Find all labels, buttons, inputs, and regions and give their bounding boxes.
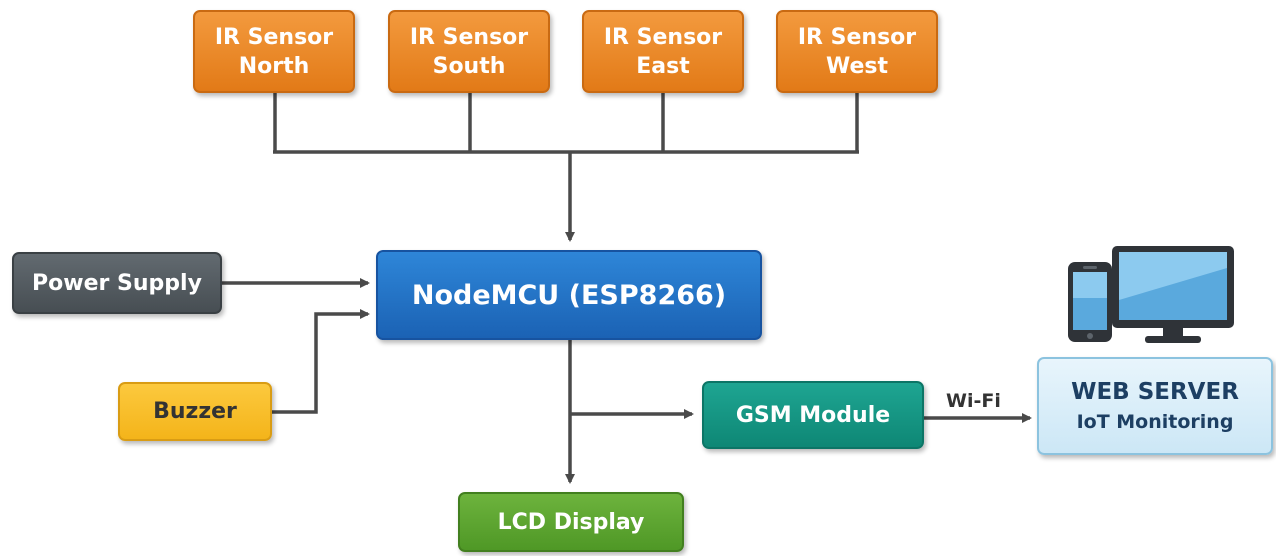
sensor-title: IR Sensor	[797, 24, 917, 50]
nodemcu-label: NodeMCU (ESP8266)	[411, 279, 727, 311]
power-supply-block: Power Supply	[12, 252, 222, 314]
smartphone-icon	[1068, 262, 1112, 342]
web-server-subtitle: IoT Monitoring	[1076, 411, 1234, 433]
buzzer-block: Buzzer	[118, 382, 272, 441]
gsm-module-label: GSM Module	[735, 402, 891, 428]
sensor-title: IR Sensor	[409, 24, 529, 50]
wifi-label: Wi-Fi	[946, 390, 1001, 412]
sensor-title: IR Sensor	[214, 24, 334, 50]
buzzer-label: Buzzer	[153, 399, 237, 424]
ir-sensor-north-block: IR Sensor North	[193, 10, 355, 93]
ir-sensor-west-block: IR Sensor West	[776, 10, 938, 93]
ir-sensor-south-block: IR Sensor South	[388, 10, 550, 93]
sensor-direction: South	[432, 53, 506, 79]
web-server-title: WEB SERVER	[1071, 379, 1239, 405]
power-supply-label: Power Supply	[32, 270, 202, 296]
ir-sensor-east-block: IR Sensor East	[582, 10, 744, 93]
lcd-display-block: LCD Display	[458, 492, 684, 552]
gsm-module-block: GSM Module	[702, 381, 924, 449]
sensor-title: IR Sensor	[603, 24, 723, 50]
sensor-direction: North	[238, 53, 310, 79]
nodemcu-block: NodeMCU (ESP8266)	[376, 250, 762, 340]
lcd-display-label: LCD Display	[497, 509, 645, 535]
web-server-block: WEB SERVER IoT Monitoring	[1037, 357, 1273, 455]
sensor-direction: West	[825, 53, 888, 79]
buzzer-arrow	[272, 309, 370, 414]
sensor-direction: East	[636, 53, 690, 79]
monitor-icon	[1112, 246, 1234, 343]
